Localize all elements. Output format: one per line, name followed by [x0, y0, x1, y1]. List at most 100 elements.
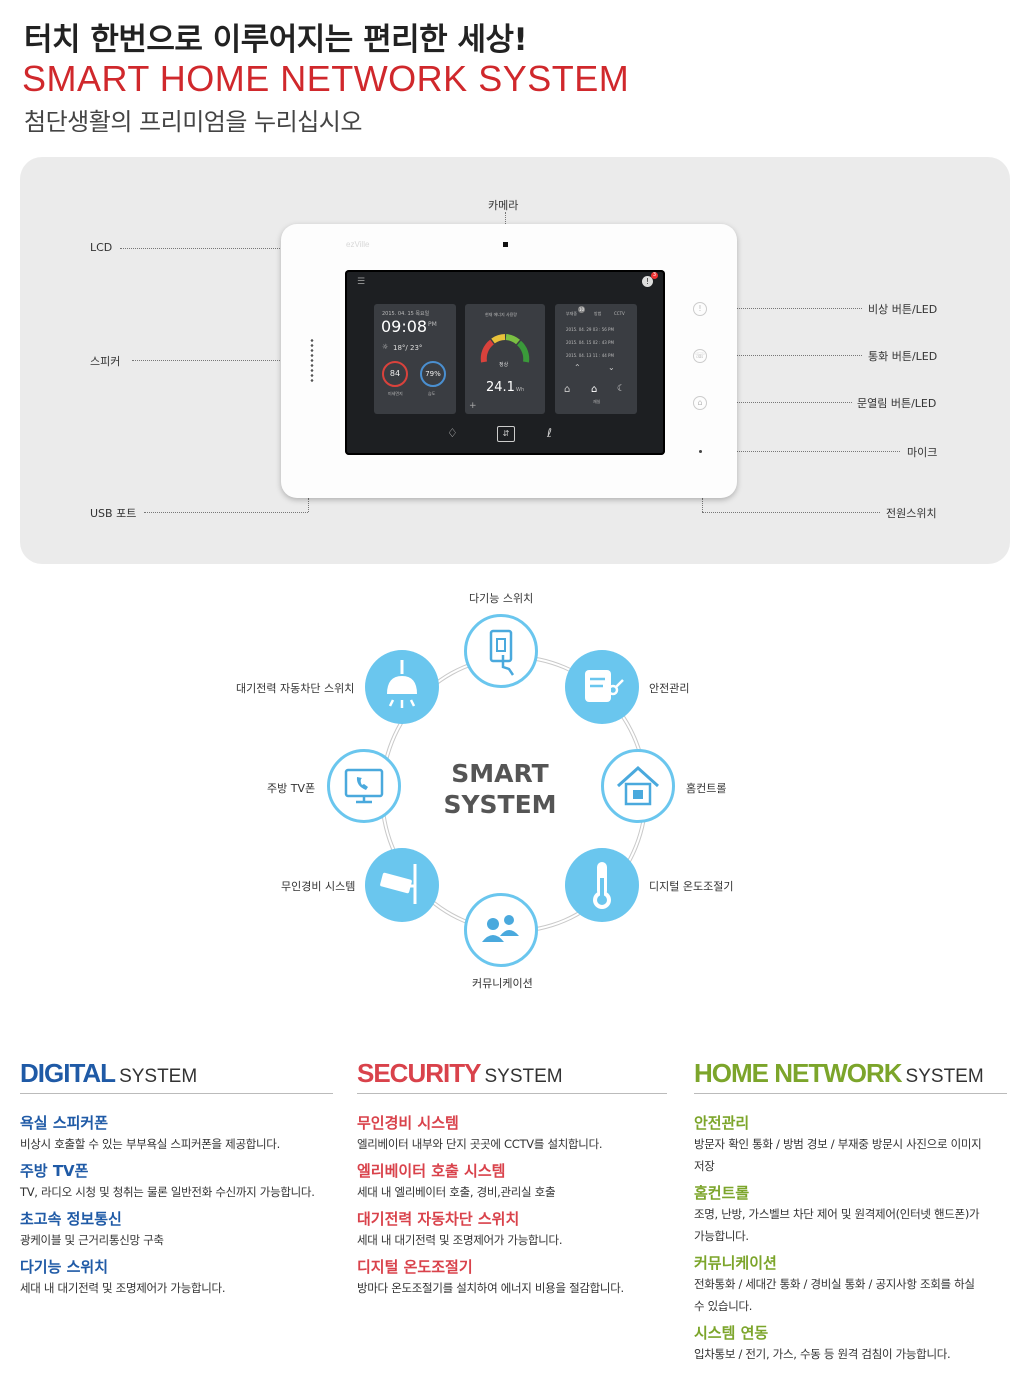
mode-label: 재실 — [593, 399, 601, 404]
screen-date: 2015. 04. 15 목요일 — [382, 311, 430, 317]
call-button-icon[interactable]: ☏ — [693, 349, 707, 363]
sun-icon: ☼ — [382, 343, 389, 351]
item-desc: 방문자 확인 통화 / 방범 경보 / 부재중 방문시 사진으로 이미지 — [694, 1137, 982, 1151]
mic-hole — [699, 450, 702, 453]
dust-gauge: 84 — [382, 361, 408, 387]
item-title: 커뮤니케이션 — [694, 1254, 777, 1272]
tab-badge: 10 — [578, 306, 585, 313]
door-button-icon[interactable]: ⌂ — [693, 396, 707, 410]
humidity-gauge: 79% — [420, 361, 446, 387]
node-label-right: 홈컨트롤 — [686, 782, 727, 795]
thermometer-icon — [593, 862, 611, 909]
camera-dot — [503, 242, 508, 247]
speaker-leader — [132, 360, 304, 361]
home-control-node — [601, 749, 675, 823]
standby-power-node — [365, 650, 439, 724]
digital-divider — [20, 1093, 333, 1094]
alert-icon[interactable]: ! — [642, 276, 653, 287]
elevator-icon[interactable]: ⇵ — [497, 426, 515, 442]
alert-badge: 3 — [651, 272, 658, 279]
item-title: 무인경비 시스템 — [357, 1114, 459, 1132]
energy-status: 정상 — [499, 362, 509, 368]
brand-logo: ezVille — [346, 240, 370, 249]
item-desc-cont: 수 있습니다. — [694, 1299, 753, 1313]
emergency-leader — [712, 308, 862, 309]
energy-value: 24.1 — [486, 380, 515, 395]
digital-items: 욕실 스피커폰 비상시 호출할 수 있는 부부욕실 스피커폰을 제공합니다. 주… — [20, 1112, 334, 1299]
power-leader — [702, 512, 880, 513]
tab-cctv[interactable]: CCTV — [614, 311, 625, 316]
power-label: 전원스위치 — [886, 507, 937, 520]
call-leader — [712, 355, 862, 356]
door-leader — [712, 402, 852, 403]
humidity-label: 습도 — [428, 391, 436, 396]
screen-ampm: PM — [428, 321, 437, 328]
usb-leader-v — [308, 498, 309, 512]
light-icon[interactable]: ♢ — [447, 426, 458, 440]
item-desc: 세대 내 대기전력 및 조명제어가 가능합니다. — [357, 1233, 563, 1247]
lcd-leader — [120, 248, 346, 249]
tab-absent[interactable]: 부재중 — [566, 311, 578, 316]
thermostat-node — [565, 848, 639, 922]
home-lock-icon — [616, 765, 660, 806]
energy-card[interactable] — [465, 304, 545, 414]
item-desc-cont: 저장 — [694, 1159, 715, 1173]
screen-time: 09:08 — [381, 317, 428, 336]
security-items: 무인경비 시스템 엘리베이터 내부와 단지 곳곳에 CCTV를 설치합니다. 엘… — [357, 1112, 671, 1299]
diagram-center: SMART SYSTEM — [440, 758, 560, 820]
emergency-button-icon[interactable]: ! — [693, 302, 707, 316]
tab-guard[interactable]: 방범 — [594, 311, 602, 316]
chevron-down-icon[interactable]: ⌄ — [608, 363, 615, 372]
energy-title: 현재 에너지 사용량 — [485, 312, 517, 317]
away-mode-icon[interactable]: ⌂ — [564, 384, 571, 395]
center-line2: SYSTEM — [443, 790, 557, 819]
communication-node — [464, 893, 538, 967]
node-label-bottom-right: 디지털 온도조절기 — [649, 880, 734, 893]
node-label-bottom-left: 무인경비 시스템 — [281, 880, 356, 893]
log-row: 2015. 04. 15 02 : 43 PM — [566, 340, 614, 345]
night-mode-icon[interactable]: ☾ — [617, 384, 626, 394]
safety-node — [565, 650, 639, 724]
item-title: 디지털 온도조절기 — [357, 1258, 473, 1276]
energy-unit: Wh — [516, 387, 525, 393]
call-label: 통화 버튼/LED — [868, 350, 938, 363]
item-desc: 전화통화 / 세대간 통화 / 경비실 통화 / 공지사항 조회를 하실 — [694, 1277, 975, 1291]
cctv-icon — [380, 864, 417, 904]
document-key-icon — [585, 670, 624, 702]
home-mode-icon[interactable]: ⌂ — [591, 384, 598, 395]
headline: 터치 한번으로 이루어지는 편리한 세상! — [24, 22, 528, 58]
home-network-divider — [694, 1093, 1007, 1094]
item-desc: TV, 라디오 시청 및 청취는 물론 일반전화 수신까지 가능합니다. — [20, 1185, 315, 1199]
energy-gauge-arc — [480, 334, 530, 363]
weather-card[interactable] — [374, 304, 456, 414]
mic-label: 마이크 — [907, 446, 938, 459]
security-card[interactable] — [555, 304, 637, 414]
item-title: 주방 TV폰 — [20, 1162, 89, 1180]
lamp-icon — [387, 660, 417, 708]
menu-icon[interactable]: ☰ — [357, 277, 366, 287]
chevron-up-icon[interactable]: ⌃ — [574, 363, 581, 372]
item-title: 대기전력 자동차단 스위치 — [357, 1210, 520, 1228]
speaker-grille — [309, 338, 315, 384]
emergency-label: 비상 버튼/LED — [868, 303, 938, 316]
page-title: SMART HOME NETWORK SYSTEM — [22, 58, 630, 99]
log-row: 2015. 04. 29 03 : 56 PM — [566, 327, 614, 332]
camera-label: 카메라 — [488, 199, 519, 212]
energy-add[interactable]: + — [469, 401, 477, 411]
item-title: 엘리베이터 호출 시스템 — [357, 1162, 506, 1180]
thermometer-icon[interactable]: ℓ — [547, 426, 552, 440]
item-desc: 세대 내 엘리베이터 호출, 경비,관리실 호출 — [357, 1185, 556, 1199]
screen-temp: 18°/ 23° — [393, 344, 423, 352]
item-title: 다기능 스위치 — [20, 1258, 109, 1276]
home-network-items: 안전관리 방문자 확인 통화 / 방범 경보 / 부재중 방문시 사진으로 이미… — [694, 1112, 1010, 1365]
speaker-label: 스피커 — [90, 355, 121, 368]
switch-icon — [489, 629, 515, 676]
kitchen-tv-node — [327, 749, 401, 823]
center-line1: SMART — [451, 759, 549, 788]
log-row: 2015. 04. 13 11 : 44 PM — [566, 353, 614, 358]
mic-leader — [700, 451, 900, 452]
usb-leader — [144, 512, 308, 513]
